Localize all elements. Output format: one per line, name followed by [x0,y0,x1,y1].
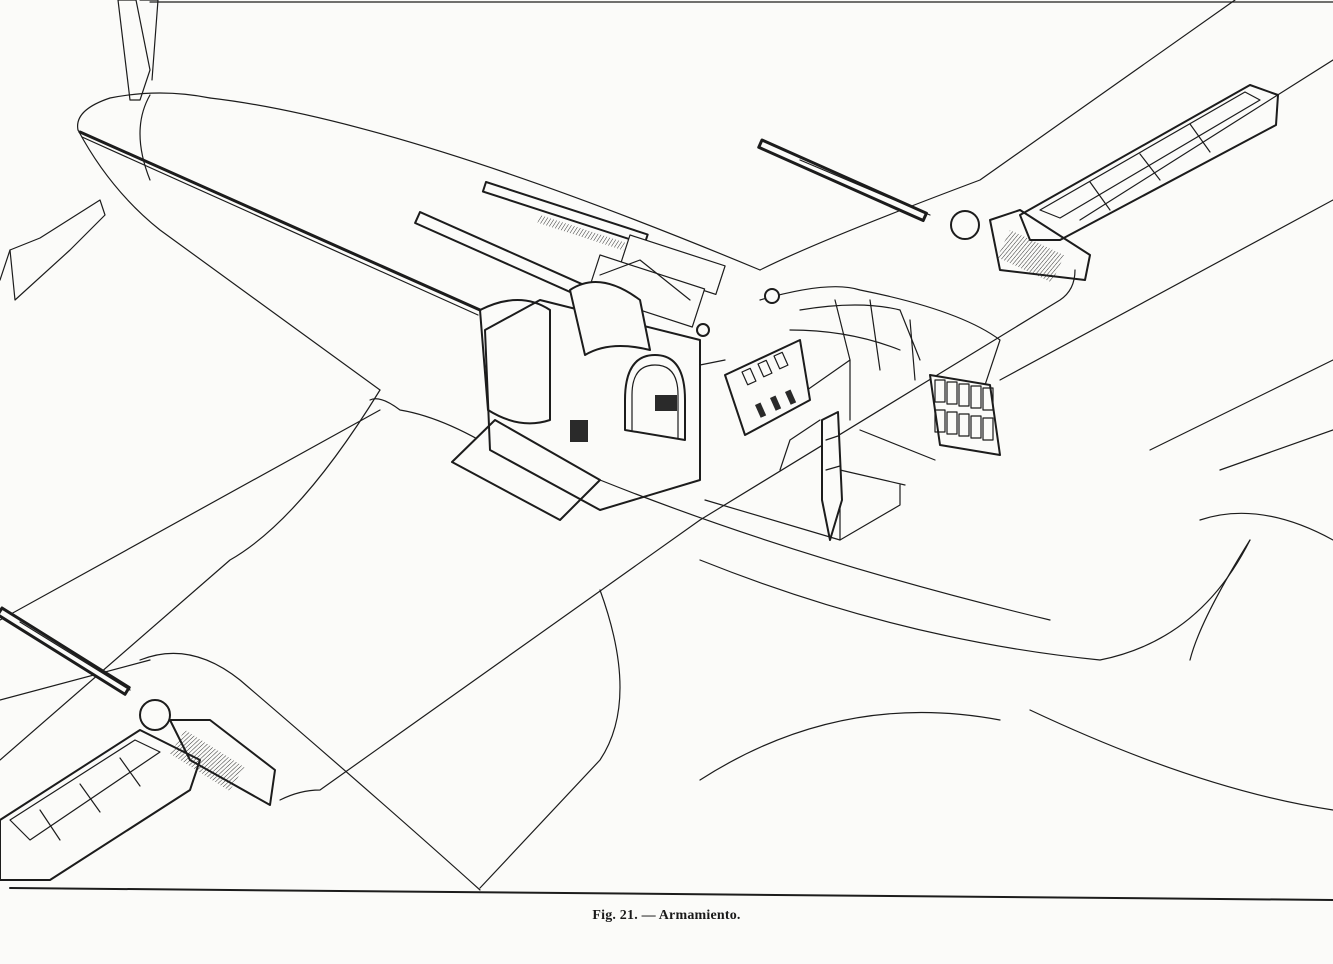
left-ammo-box [0,729,201,881]
relay-box [929,374,1001,456]
switch-panel [724,339,811,436]
page-frame [9,1,1333,901]
central-gun-mount [451,259,701,521]
aircraft-outline [0,0,1333,891]
propeller [0,0,159,301]
left-wing-gun [0,606,276,806]
control-stick [821,411,843,541]
figure-caption: Fig. 21. — Armamiento. [592,908,741,923]
right-wing-gun [757,138,1091,283]
twin-fuselage-guns [414,181,780,337]
control-wiring [279,269,1076,801]
cowling-gun-barrel [78,130,482,316]
right-ammo-box [1019,84,1279,241]
